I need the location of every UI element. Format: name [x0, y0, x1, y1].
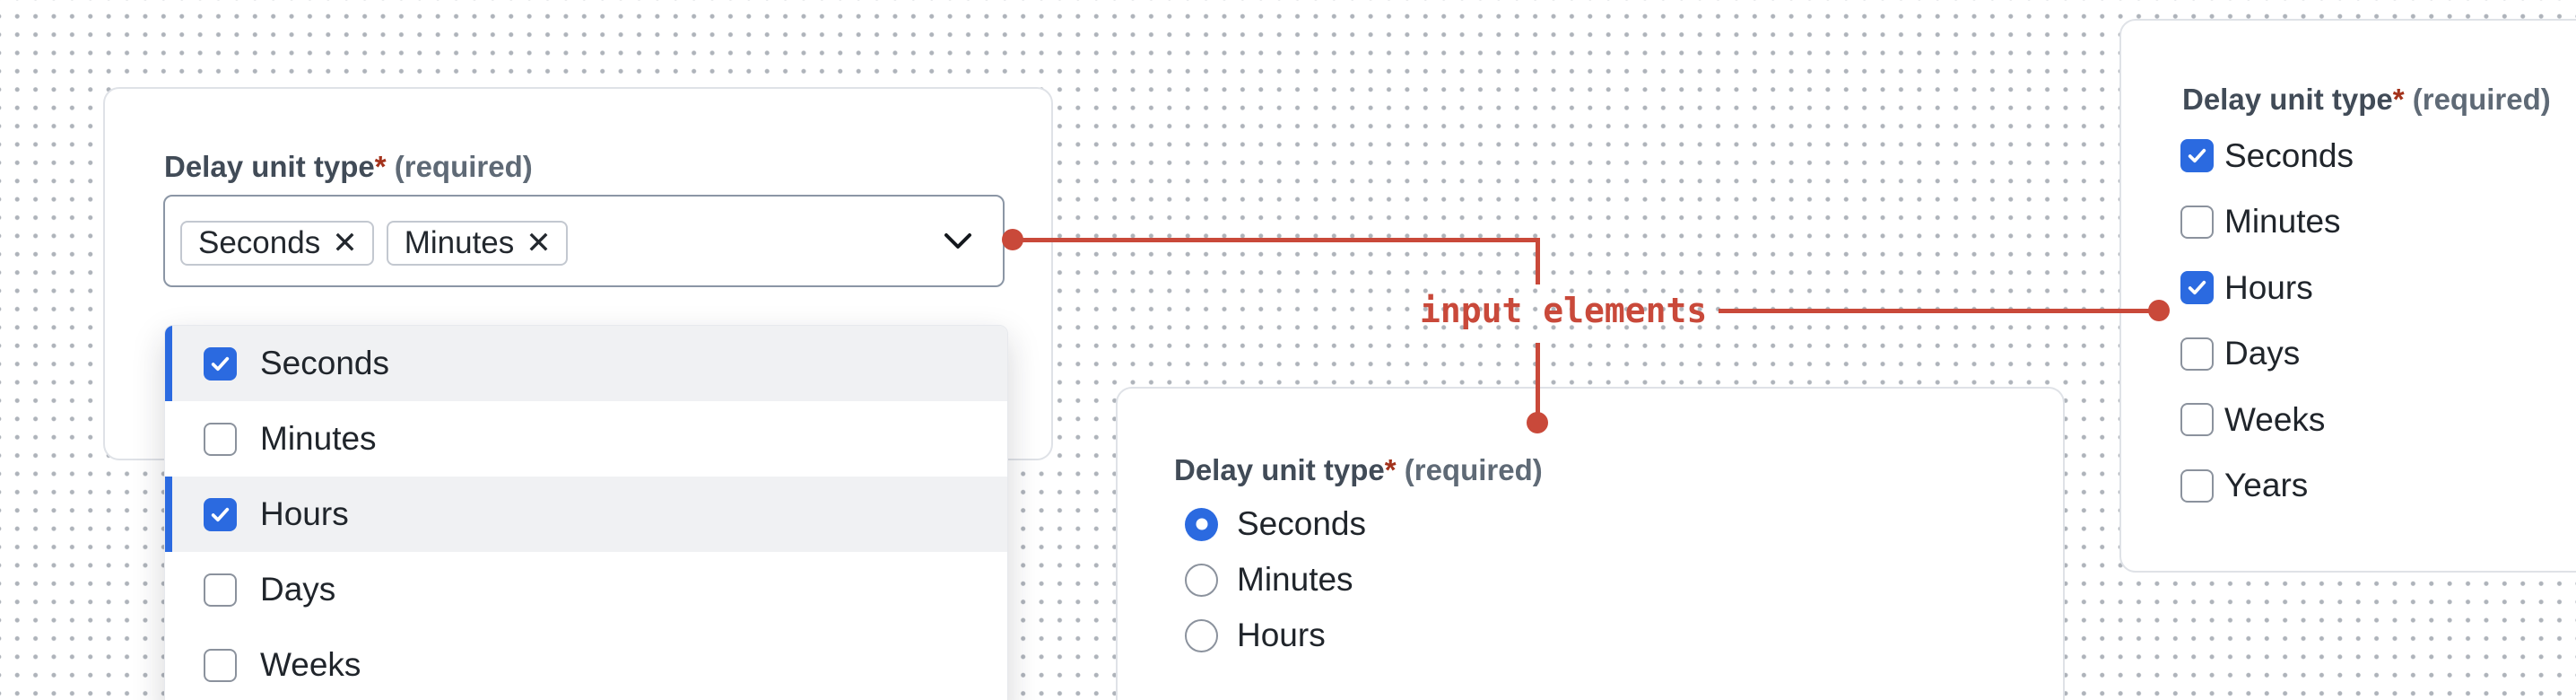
- checkmark-icon: [211, 507, 230, 521]
- checkbox[interactable]: [2180, 337, 2214, 371]
- dropdown-option[interactable]: Days: [165, 552, 1007, 627]
- checkbox[interactable]: [204, 497, 237, 531]
- radio-button[interactable]: [1185, 507, 1218, 541]
- chevron-down-icon: [944, 232, 971, 249]
- label-spacer: [2405, 83, 2413, 116]
- annotation-line-from-multiselect: [1013, 238, 1539, 242]
- required-asterisk: *: [2392, 83, 2405, 116]
- required-hint: (required): [394, 150, 533, 183]
- chip-remove-icon[interactable]: ✕: [332, 226, 358, 260]
- annotation-line-to-checkboxes: [1719, 309, 2157, 313]
- option-label: Minutes: [260, 420, 377, 457]
- radio-card: Delay unit type* (required) Seconds Minu…: [1116, 387, 2065, 700]
- field-label: Delay unit type* (required): [1174, 453, 1543, 487]
- checkbox[interactable]: [204, 573, 237, 607]
- radio-option[interactable]: Seconds: [1185, 496, 1366, 552]
- checkbox-option[interactable]: Minutes: [2180, 189, 2354, 256]
- option-label: Weeks: [260, 646, 361, 683]
- checkmark-icon: [2188, 281, 2206, 295]
- checkbox-card: Delay unit type* (required) Seconds Minu…: [2119, 19, 2576, 573]
- multiselect-dropdown-panel: Seconds Minutes Hours Days Weeks: [164, 325, 1008, 700]
- annotation-line-vertical-top: [1536, 238, 1540, 284]
- option-label: Hours: [2224, 268, 2313, 306]
- required-hint: (required): [2412, 83, 2551, 116]
- option-label: Minutes: [2224, 203, 2341, 241]
- option-label: Years: [2224, 467, 2309, 504]
- chip: Seconds ✕: [180, 221, 374, 266]
- checkbox-group: Seconds Minutes Hours Days: [2180, 123, 2354, 519]
- multiselect-input[interactable]: Seconds ✕ Minutes ✕: [163, 195, 1005, 287]
- field-label: Delay unit type* (required): [164, 150, 533, 184]
- chip-remove-icon[interactable]: ✕: [526, 226, 552, 260]
- checkmark-icon: [2188, 149, 2206, 163]
- radio-option[interactable]: Minutes: [1185, 552, 1366, 608]
- dropdown-option[interactable]: Hours: [165, 477, 1007, 552]
- checkbox-option[interactable]: Hours: [2180, 255, 2354, 321]
- checkbox[interactable]: [2180, 403, 2214, 437]
- chip-label: Seconds: [198, 225, 321, 260]
- label-spacer: [387, 150, 395, 183]
- radio-option[interactable]: Hours: [1185, 608, 1366, 663]
- radio-button[interactable]: [1185, 618, 1218, 652]
- checkbox[interactable]: [204, 346, 237, 381]
- checkbox[interactable]: [2180, 271, 2214, 305]
- checkbox[interactable]: [2180, 139, 2214, 173]
- field-label: Delay unit type* (required): [2182, 83, 2551, 117]
- checkbox[interactable]: [204, 422, 237, 456]
- label-spacer: [1397, 453, 1405, 486]
- chip-list: Seconds ✕ Minutes ✕: [180, 221, 568, 266]
- dropdown-option[interactable]: Seconds: [165, 326, 1007, 401]
- option-label: Seconds: [1237, 505, 1366, 542]
- checkbox[interactable]: [2180, 468, 2214, 503]
- required-asterisk: *: [1384, 453, 1397, 486]
- checkbox-option[interactable]: Years: [2180, 453, 2354, 520]
- checkbox-option[interactable]: Weeks: [2180, 387, 2354, 453]
- option-label: Days: [260, 571, 336, 608]
- option-label: Days: [2224, 335, 2301, 372]
- option-label: Minutes: [1237, 561, 1353, 598]
- chip-label: Minutes: [404, 225, 515, 260]
- radio-group: Seconds Minutes Hours: [1185, 496, 1366, 663]
- dropdown-option[interactable]: Weeks: [165, 627, 1007, 700]
- option-label: Seconds: [2224, 136, 2354, 174]
- field-label-text: Delay unit type: [2182, 83, 2393, 116]
- field-label-text: Delay unit type: [1174, 453, 1385, 486]
- dropdown-option[interactable]: Minutes: [165, 401, 1007, 477]
- checkbox[interactable]: [204, 648, 237, 682]
- chip: Minutes ✕: [386, 221, 568, 266]
- checkbox-option[interactable]: Seconds: [2180, 123, 2354, 189]
- option-label: Hours: [1237, 617, 1326, 653]
- required-asterisk: *: [374, 150, 387, 183]
- checkbox-option[interactable]: Days: [2180, 321, 2354, 388]
- checkmark-icon: [211, 356, 230, 371]
- field-label-text: Delay unit type: [164, 150, 375, 183]
- required-hint: (required): [1404, 453, 1543, 486]
- radio-button[interactable]: [1185, 563, 1218, 597]
- annotation-label: input elements: [1420, 291, 1708, 330]
- option-label: Seconds: [260, 345, 389, 381]
- checkbox[interactable]: [2180, 205, 2214, 239]
- option-label: Weeks: [2224, 400, 2326, 438]
- option-label: Hours: [260, 495, 349, 532]
